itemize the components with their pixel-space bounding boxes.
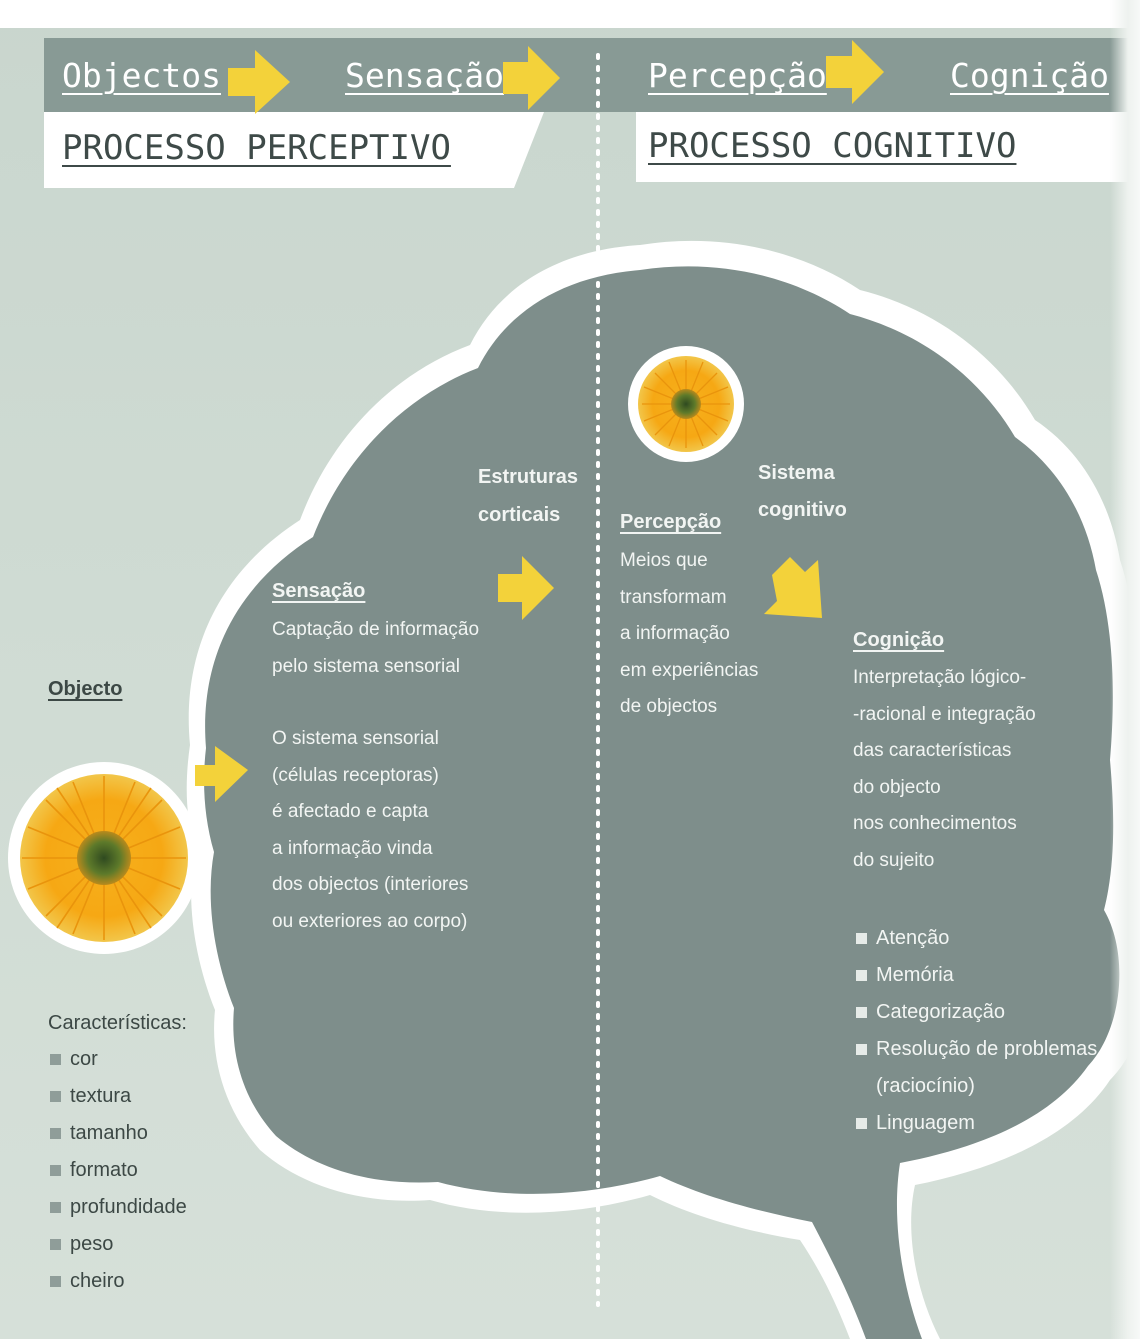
cortical-structures-label: Estruturas corticais xyxy=(478,458,578,534)
list-item: (raciocínio) xyxy=(856,1068,1097,1105)
cognitive-system-label: Sistema cognitivo xyxy=(758,455,847,529)
arrow-right-icon xyxy=(228,50,290,114)
list-item: Resolução de problemas xyxy=(856,1031,1097,1068)
bullet-square-icon xyxy=(856,1007,867,1018)
bullet-square-icon xyxy=(856,1118,867,1129)
bullet-square-icon xyxy=(50,1054,61,1065)
bullet-square-icon xyxy=(50,1202,61,1213)
characteristics-label: Características: xyxy=(48,1012,187,1035)
page-edge xyxy=(1110,0,1140,1339)
characteristics-list: cor textura tamanho formato profundidade… xyxy=(50,1041,187,1300)
list-item: textura xyxy=(50,1078,187,1115)
bullet-square-icon xyxy=(856,933,867,944)
cognition-list: Atenção Memória Categorização Resolução … xyxy=(856,920,1097,1142)
flower-icon xyxy=(8,762,200,954)
bullet-square-icon xyxy=(50,1239,61,1250)
list-item: profundidade xyxy=(50,1189,187,1226)
bullet-square-icon xyxy=(856,1044,867,1055)
cognition-text: Interpretação lógico- -racional e integr… xyxy=(853,660,1036,879)
cognition-heading: Cognição xyxy=(853,629,944,652)
bullet-square-icon xyxy=(50,1128,61,1139)
sensation-text: Captação de informação pelo sistema sens… xyxy=(272,612,479,940)
list-item: peso xyxy=(50,1226,187,1263)
list-item: cheiro xyxy=(50,1263,187,1300)
bullet-square-icon xyxy=(50,1165,61,1176)
list-item: Categorização xyxy=(856,994,1097,1031)
perception-text: Meios que transformam a informação em ex… xyxy=(620,543,758,726)
arrow-right-icon xyxy=(503,46,560,110)
bullet-square-icon xyxy=(856,970,867,981)
list-item: formato xyxy=(50,1152,187,1189)
bullet-square-icon xyxy=(50,1091,61,1102)
perception-heading: Percepção xyxy=(620,511,721,534)
object-heading: Objecto xyxy=(48,678,122,701)
list-item: Linguagem xyxy=(856,1105,1097,1142)
list-item: Memória xyxy=(856,957,1097,994)
list-item: Atenção xyxy=(856,920,1097,957)
list-item: tamanho xyxy=(50,1115,187,1152)
arrow-right-icon xyxy=(826,40,884,104)
list-item: cor xyxy=(50,1041,187,1078)
bullet-square-icon xyxy=(50,1276,61,1287)
sensation-heading: Sensação xyxy=(272,580,365,603)
flower-icon xyxy=(628,346,744,462)
